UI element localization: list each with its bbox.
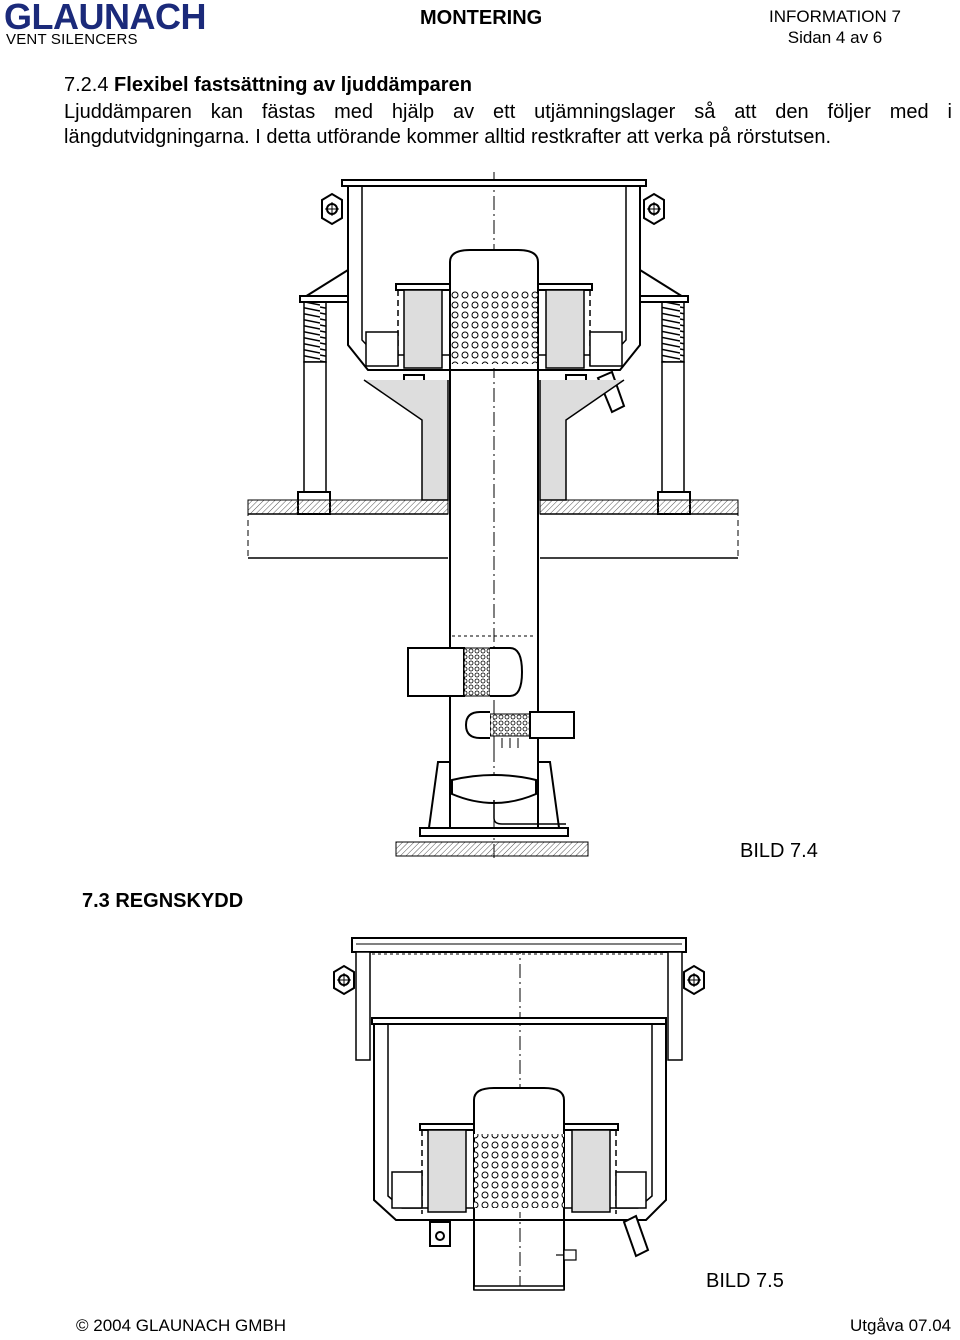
page-label: Sidan 4 av 6: [787, 28, 883, 47]
info-block: INFORMATION 7 Sidan 4 av 6: [760, 6, 910, 48]
body-paragraph: Ljuddämparen kan fästas med hjälp av ett…: [64, 101, 952, 148]
copyright-text: 2004 GLAUNACH GMBH: [93, 1316, 286, 1335]
heading-7-2-4: 7.2.4 Flexibel fastsättning av ljuddämpa…: [64, 74, 472, 97]
heading-title: Flexibel fastsättning av ljuddämparen: [114, 74, 472, 96]
footer-copyright: © 2004 GLAUNACH GMBH: [76, 1316, 286, 1336]
caption-bild-7-4: BILD 7.4: [740, 840, 818, 862]
copyright-symbol: ©: [76, 1316, 89, 1335]
heading-7-3: 7.3 REGNSKYDD: [82, 890, 244, 912]
info-label: INFORMATION 7: [769, 7, 901, 26]
section-title: MONTERING: [420, 7, 543, 29]
footer-edition: Utgåva 07.04: [850, 1316, 952, 1335]
figure-7-5-drawing: [333, 937, 705, 1291]
caption-bild-7-5: BILD 7.5: [706, 1270, 784, 1292]
figure-7-4-drawing: [247, 172, 739, 860]
company-logo: GLAUNACH: [4, 0, 206, 37]
heading-number: 7.2.4: [64, 74, 109, 96]
company-subtitle: VENT SILENCERS: [6, 31, 138, 48]
